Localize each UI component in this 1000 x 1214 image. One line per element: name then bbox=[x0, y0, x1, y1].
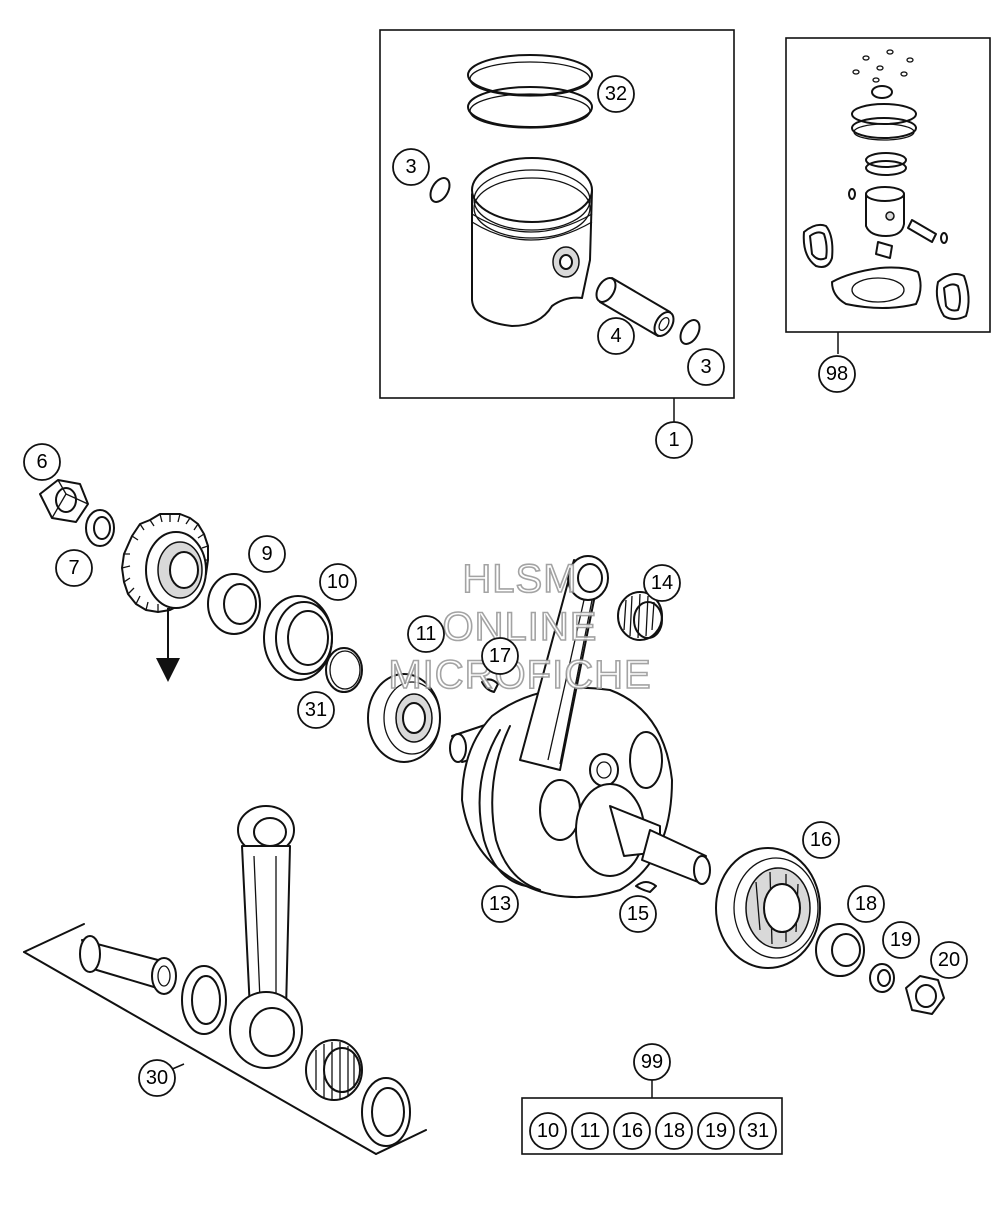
piston-pin-clip-right bbox=[679, 319, 701, 345]
callout-99-label: 99 bbox=[641, 1051, 663, 1073]
callout-11[interactable]: 11 bbox=[407, 615, 445, 653]
spacer-ring bbox=[207, 573, 261, 635]
kit99-item-19-label: 19 bbox=[705, 1120, 727, 1142]
callout-9[interactable]: 9 bbox=[248, 535, 286, 573]
callouts: 32 3 4 3 98 1 6 7 9 10 11 14 17 31 16 13… bbox=[23, 75, 968, 1150]
lock-washer-right bbox=[869, 963, 895, 993]
main-bearing-right bbox=[715, 847, 821, 969]
callout-1-label: 1 bbox=[668, 429, 679, 451]
crank-nut bbox=[905, 975, 945, 1015]
gasket-kit-box bbox=[785, 37, 991, 354]
callout-4[interactable]: 4 bbox=[597, 317, 635, 355]
callout-6-label: 6 bbox=[36, 451, 47, 473]
callout-14[interactable]: 14 bbox=[643, 564, 681, 602]
callout-19[interactable]: 19 bbox=[882, 921, 920, 959]
callout-11-label: 11 bbox=[416, 623, 437, 645]
callout-6[interactable]: 6 bbox=[23, 443, 61, 481]
shaft-seal bbox=[263, 595, 333, 681]
bearing-kit-box bbox=[521, 1080, 783, 1155]
conrod-kit bbox=[23, 805, 427, 1155]
woodruff-key bbox=[481, 678, 499, 693]
kit99-item-31-label: 31 bbox=[747, 1120, 769, 1142]
callout-14-label: 14 bbox=[651, 572, 673, 594]
watermark: HLSM ONLINE MICROFICHE bbox=[388, 556, 652, 698]
callout-3-lower[interactable]: 3 bbox=[687, 348, 725, 386]
piston bbox=[471, 157, 593, 327]
callout-19-label: 19 bbox=[890, 929, 912, 951]
piston-rings bbox=[467, 54, 593, 129]
callout-31[interactable]: 31 bbox=[297, 691, 335, 729]
kit99-item-10-label: 10 bbox=[537, 1120, 559, 1142]
callout-10[interactable]: 10 bbox=[319, 563, 357, 601]
callout-98-label: 98 bbox=[826, 363, 848, 385]
callout-4-label: 4 bbox=[610, 325, 621, 347]
callout-15[interactable]: 15 bbox=[619, 895, 657, 933]
piston-pin-clip-left bbox=[429, 177, 451, 203]
callout-13-label: 13 bbox=[489, 893, 511, 915]
piston-kit-box bbox=[379, 29, 735, 424]
callout-7-label: 7 bbox=[68, 557, 79, 579]
callout-18[interactable]: 18 bbox=[847, 885, 885, 923]
lock-washer bbox=[85, 509, 115, 547]
callout-31-label: 31 bbox=[305, 699, 327, 721]
kit99-item-16[interactable]: 16 bbox=[613, 1112, 651, 1150]
callout-17[interactable]: 17 bbox=[481, 637, 519, 675]
kit99-item-19[interactable]: 19 bbox=[697, 1112, 735, 1150]
callout-20-label: 20 bbox=[938, 949, 960, 971]
kit99-item-18-label: 18 bbox=[663, 1120, 685, 1142]
callout-3-upper[interactable]: 3 bbox=[392, 148, 430, 186]
callout-15-label: 15 bbox=[627, 903, 649, 925]
watermark-line-1: HLSM bbox=[462, 557, 577, 601]
primary-gear bbox=[121, 513, 209, 613]
callout-20[interactable]: 20 bbox=[930, 941, 968, 979]
callout-30-label: 30 bbox=[146, 1067, 168, 1089]
thrust-washer bbox=[815, 923, 865, 977]
main-bearing-left bbox=[367, 673, 441, 763]
callout-18-label: 18 bbox=[855, 893, 877, 915]
callout-17-label: 17 bbox=[489, 645, 511, 667]
piston-pin bbox=[595, 277, 675, 337]
watermark-line-3: MICROFICHE bbox=[388, 653, 651, 697]
needle-bearing-upper bbox=[617, 591, 663, 641]
kit99-item-18[interactable]: 18 bbox=[655, 1112, 693, 1150]
direction-arrow bbox=[156, 608, 180, 682]
callout-1[interactable]: 1 bbox=[655, 421, 693, 459]
watermark-line-2: ONLINE bbox=[443, 605, 598, 649]
callout-9-label: 9 bbox=[261, 543, 272, 565]
callout-16-label: 16 bbox=[810, 829, 832, 851]
kit99-item-31[interactable]: 31 bbox=[739, 1112, 777, 1150]
kit99-item-16-label: 16 bbox=[621, 1120, 643, 1142]
kit99-item-11[interactable]: 11 bbox=[571, 1112, 609, 1150]
callout-7[interactable]: 7 bbox=[55, 549, 93, 587]
callout-3-upper-label: 3 bbox=[405, 156, 416, 178]
callout-16[interactable]: 16 bbox=[802, 821, 840, 859]
callout-13[interactable]: 13 bbox=[481, 885, 519, 923]
callout-32-label: 32 bbox=[605, 83, 627, 105]
callout-98[interactable]: 98 bbox=[818, 355, 856, 393]
callout-99[interactable]: 99 bbox=[633, 1043, 671, 1081]
callout-32[interactable]: 32 bbox=[597, 75, 635, 113]
connecting-rod bbox=[519, 555, 609, 771]
kit99-item-10[interactable]: 10 bbox=[529, 1112, 567, 1150]
callout-3-lower-label: 3 bbox=[700, 356, 711, 378]
crankshaft bbox=[449, 686, 711, 899]
callout-10-label: 10 bbox=[327, 571, 349, 593]
gear-nut bbox=[39, 479, 89, 523]
crank-key bbox=[635, 881, 657, 893]
kit99-item-11-label: 11 bbox=[580, 1120, 601, 1142]
callout-30[interactable]: 30 bbox=[138, 1059, 176, 1097]
o-ring bbox=[325, 647, 363, 693]
